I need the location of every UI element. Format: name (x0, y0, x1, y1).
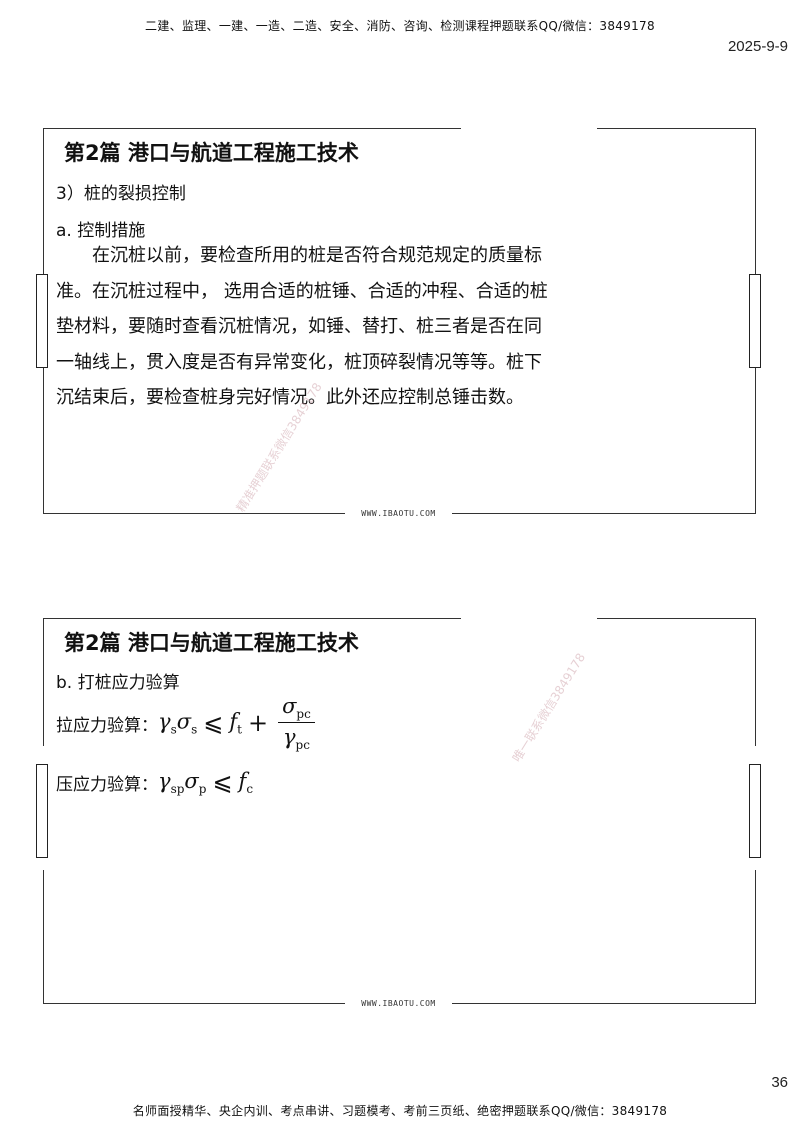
frame-line (43, 128, 461, 129)
compression-check-row: 压应力验算： γspσp⩽fc (56, 768, 253, 796)
frame-line (452, 1003, 756, 1004)
header-contact-text: 二建、监理、一建、一造、二造、安全、消防、咨询、检测课程押题联系QQ/微信：38… (145, 19, 655, 33)
compression-label: 压应力验算： (56, 774, 158, 795)
frame-line (43, 870, 44, 1003)
paragraph-line: 一轴线上，贯入度是否有异常变化，桩顶碎裂情况等等。桩下 (56, 351, 542, 373)
frame-line (43, 513, 345, 514)
frame-line (755, 870, 756, 1003)
site-url: WWW.IBAOTU.COM (361, 509, 436, 518)
frame-line (755, 128, 756, 274)
footer-contact-text: 名师面授精华、央企内训、考点串讲、习题模考、考前三页纸、绝密押题联系QQ/微信：… (132, 1104, 668, 1118)
compression-formula: γspσp⩽fc (158, 768, 254, 796)
subsection-heading: a. 控制措施 (56, 221, 146, 241)
slide-bracket-right (749, 764, 761, 858)
frame-line (755, 368, 756, 513)
frame-line (43, 618, 461, 619)
header-date: 2025-9-9 (727, 38, 788, 55)
paragraph-line: 沉结束后，要检查桩身完好情况。此外还应控制总锤击数。 (56, 387, 524, 408)
slide-bracket-left (36, 274, 48, 368)
body-paragraph: 在沉桩以前，要检查所用的桩是否符合规范规定的质量标 准。在沉桩过程中， 选用合适… (56, 238, 584, 416)
site-url: WWW.IBAOTU.COM (361, 999, 436, 1008)
subsection-heading: b. 打桩应力验算 (56, 673, 180, 693)
paragraph-line: 准。在沉桩过程中， 选用合适的桩锤、合适的冲程、合适的桩 (56, 280, 548, 302)
tension-label: 拉应力验算： (56, 715, 158, 736)
slide-title: 第2篇 港口与航道工程施工技术 (64, 141, 359, 165)
frame-line (43, 618, 44, 746)
slide-title: 第2篇 港口与航道工程施工技术 (64, 631, 359, 655)
slide-bracket-left (36, 764, 48, 858)
slide-bracket-right (749, 274, 761, 368)
slide-1: 第2篇 港口与航道工程施工技术 3）桩的裂损控制 a. 控制措施 在沉桩以前，要… (0, 128, 800, 518)
slide-2: 第2篇 港口与航道工程施工技术 b. 打桩应力验算 拉应力验算： γsσs⩽ft… (0, 618, 800, 1008)
paragraph-line: 在沉桩以前，要检查所用的桩是否符合规范规定的质量标 (56, 245, 542, 266)
frame-line (597, 128, 756, 129)
frame-line (43, 128, 44, 274)
paragraph-line: 垫材料，要随时查看沉桩情况，如锤、替打、桩三者是否在同 (56, 316, 542, 337)
frame-line (755, 618, 756, 746)
frame-line (452, 513, 756, 514)
frame-line (597, 618, 756, 619)
frame-line (43, 1003, 345, 1004)
watermark-text: 唯一联系微信3849178 (509, 650, 589, 765)
frame-line (43, 368, 44, 513)
section-heading: 3）桩的裂损控制 (56, 184, 186, 204)
page-number: 36 (771, 1074, 788, 1091)
